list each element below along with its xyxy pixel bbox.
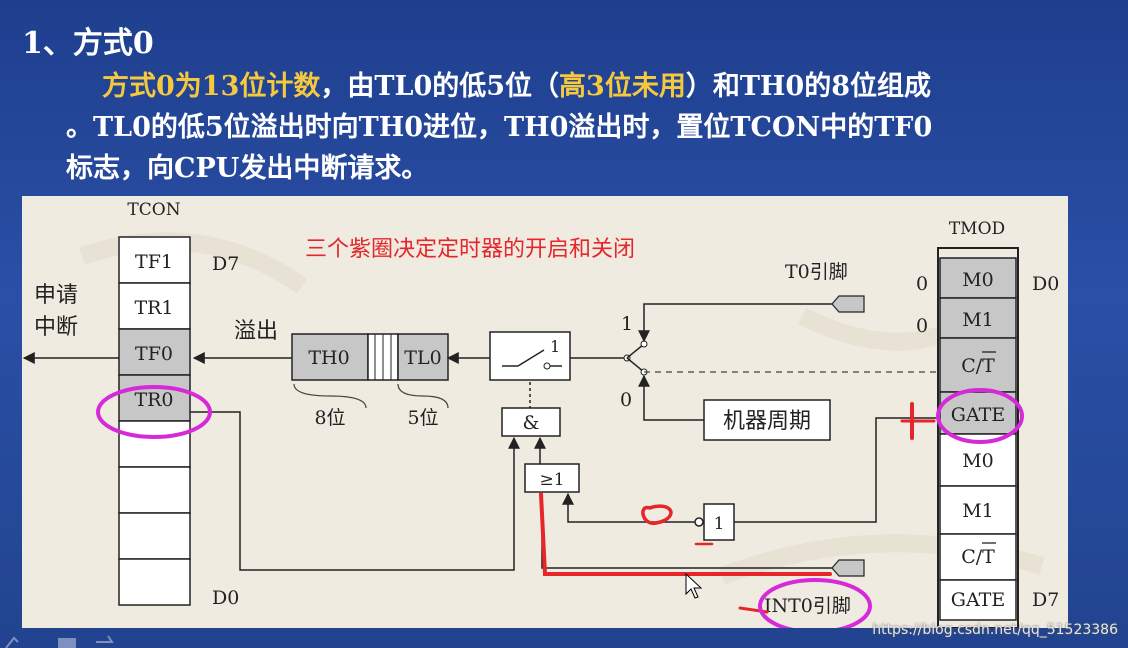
body-line-1: 方式0为13位计数，由TL0的低5位（高3位未用）和TH0的8位组成 (66, 66, 1046, 107)
timer-mode0-diagram: TCON TF1 TR1 TF0 TR0 D7 D0 申请 中断 溢出 (22, 196, 1068, 628)
machine-cycle-box (703, 399, 831, 441)
control-switch (489, 331, 571, 408)
slide-title: 1、方式0 (22, 26, 154, 61)
tl0-label: TL0 (404, 347, 441, 369)
pen-icon[interactable] (5, 636, 19, 648)
tcon-register (118, 236, 191, 606)
mode0-highlight: 方式0为13位计数 (102, 71, 321, 102)
int0-pin-connector (831, 559, 865, 577)
machine-cycle-label: 机器周期 (723, 409, 811, 434)
tmod-ct-t0: C/T (961, 355, 995, 377)
body-seg2: ，由TL0的低5位（ (320, 71, 560, 102)
tmod-m0-t0: M0 (962, 269, 994, 291)
switch-pos-1: 1 (550, 337, 560, 356)
unused-bits-highlight: 高3位未用 (559, 71, 686, 102)
and-gate (501, 407, 561, 437)
tr0-circle (96, 385, 212, 439)
tmod-ct-t1: C/T (961, 546, 995, 568)
tmod-m1-t1: M1 (962, 500, 994, 522)
tcon-tr1: TR1 (134, 297, 173, 319)
th0-bits: 8位 (314, 407, 345, 429)
tcon-tf1: TF1 (135, 251, 173, 273)
tmod-bit-top: D0 (1032, 273, 1059, 295)
not-gate (703, 503, 735, 541)
t0-pin-line (638, 303, 832, 343)
t0-pin-label: T0引脚 (785, 261, 848, 283)
int0-circle (758, 578, 872, 628)
request-label-1: 申请 (34, 283, 78, 308)
tl0-bits: 5位 (407, 407, 438, 429)
tmod-bit-bottom: D7 (1032, 589, 1059, 611)
tmod-m0-value: 0 (916, 273, 928, 295)
machine-cycle-line (638, 374, 704, 421)
tmod-m0-t1: M0 (962, 450, 994, 472)
or-gate-label: ≥1 (539, 470, 564, 490)
tmod-m1-value: 0 (916, 315, 928, 337)
gate-circle (936, 388, 1024, 444)
tmod-gate-t0: GATE (951, 404, 1005, 426)
tcon-tr0: TR0 (134, 389, 173, 411)
mux-input-0: 0 (620, 389, 632, 411)
red-annotation-marks (539, 402, 936, 614)
tl0-register (397, 333, 449, 381)
mux-input-1: 1 (621, 313, 633, 335)
csdn-watermark: https://blog.csdn.net/qq_51523386 (872, 622, 1118, 638)
tmod-m1-t0: M1 (962, 309, 994, 331)
body-line-2: 。TL0的低5位溢出时向TH0进位，TH0溢出时，置位TCON中的TF0 (66, 112, 933, 143)
int0-pin-label: INT0引脚 (764, 595, 851, 617)
menu-icon[interactable] (58, 638, 76, 648)
th0-register (291, 333, 399, 381)
tcon-label: TCON (127, 200, 180, 220)
t0-pin-connector (831, 295, 865, 313)
th0-label: TH0 (308, 347, 349, 369)
body-text: 方式0为13位计数，由TL0的低5位（高3位未用）和TH0的8位组成 。TL0的… (66, 66, 1046, 189)
body-line-3: 标志，向CPU发出中断请求。 (66, 153, 429, 184)
tmod-gate-t1: GATE (951, 589, 1005, 611)
arrow-right-icon[interactable] (96, 635, 114, 643)
tr0-line (190, 411, 520, 571)
slide-nav-icons (5, 635, 114, 648)
tcon-tf0: TF0 (135, 343, 173, 365)
request-label-2: 中断 (34, 315, 78, 340)
tmod-register (937, 247, 1019, 628)
not-gate-label: 1 (714, 514, 725, 534)
tmod-label: TMOD (949, 219, 1005, 239)
and-gate-label: & (523, 412, 540, 434)
annotation-text: 三个紫圈决定定时器的开启和关闭 (305, 237, 635, 262)
gate-line (734, 417, 942, 523)
tcon-bit-top: D7 (212, 253, 239, 275)
mouse-cursor-icon (685, 572, 703, 599)
or-gate (524, 463, 580, 493)
tcon-bit-bottom: D0 (212, 587, 239, 609)
overflow-label: 溢出 (234, 319, 278, 344)
body-seg4: ）和TH0的8位组成 (685, 71, 932, 102)
